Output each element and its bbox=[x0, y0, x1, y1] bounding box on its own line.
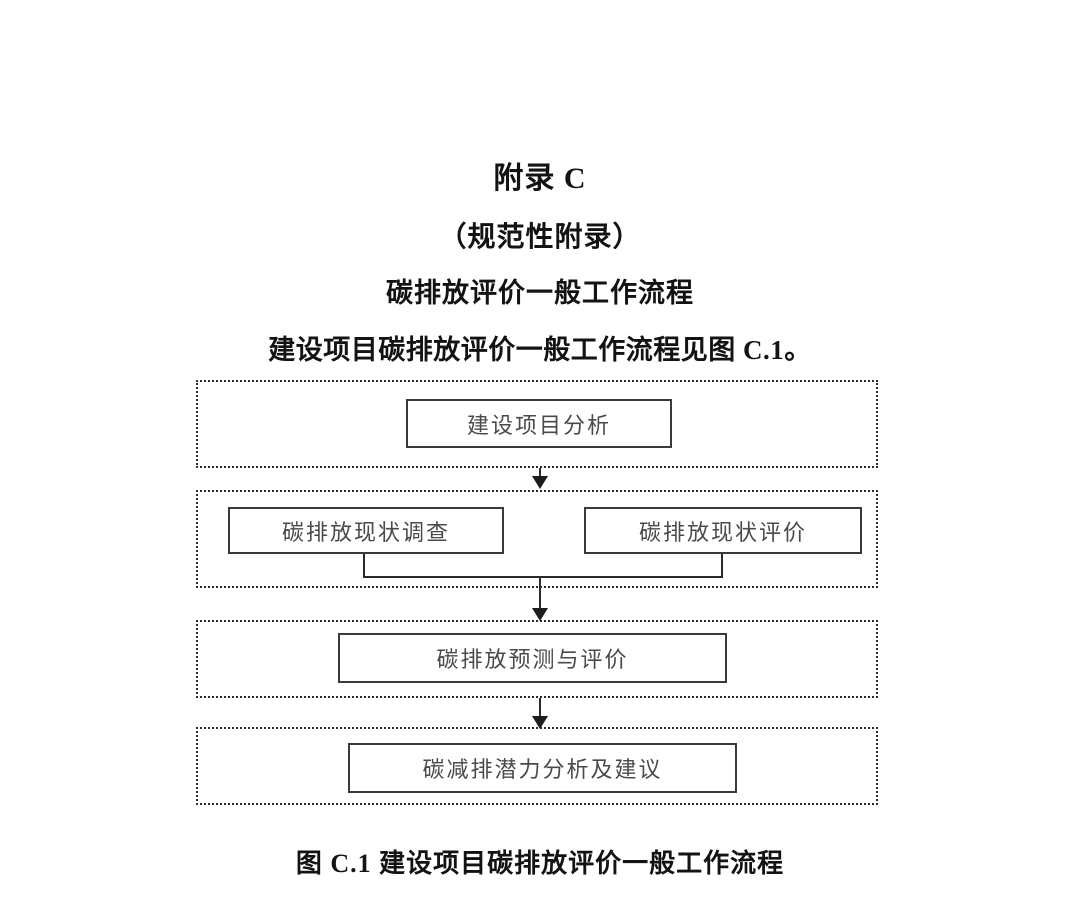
flow-node-carbon-emission-status-survey: 碳排放现状调查 bbox=[228, 507, 504, 554]
connector-1-arrowhead-icon bbox=[532, 476, 548, 489]
flow-node-construction-project-analysis: 建设项目分析 bbox=[406, 399, 672, 448]
connector-2-merge-bar bbox=[363, 576, 723, 578]
body-paragraph: 建设项目碳排放评价一般工作流程见图 C.1。 bbox=[268, 335, 812, 366]
connector-3-arrowhead-icon bbox=[532, 716, 548, 729]
connector-2-arrowhead-icon bbox=[532, 608, 548, 621]
connector-2-right-drop bbox=[721, 554, 723, 578]
flow-node-carbon-reduction-potential-analysis-and-recommendations: 碳减排潜力分析及建议 bbox=[348, 743, 737, 793]
connector-2-line bbox=[539, 576, 541, 614]
appendix-title: 附录 C bbox=[493, 162, 587, 195]
figure-caption: 图 C.1 建设项目碳排放评价一般工作流程 bbox=[295, 849, 785, 878]
appendix-subtitle: （规范性附录） bbox=[438, 221, 642, 253]
connector-1-line bbox=[539, 468, 541, 478]
flowchart: 建设项目分析 碳排放现状调查 碳排放现状评价 碳排放预测与评价 碳减排潜力分析及… bbox=[196, 380, 878, 806]
connector-2-left-drop bbox=[363, 554, 365, 578]
flow-node-carbon-emission-forecast-and-assessment: 碳排放预测与评价 bbox=[338, 633, 727, 683]
flow-node-carbon-emission-status-assessment: 碳排放现状评价 bbox=[584, 507, 862, 554]
appendix-heading-block: 附录 C （规范性附录） 碳排放评价一般工作流程 建设项目碳排放评价一般工作流程… bbox=[0, 160, 1080, 368]
appendix-section-heading: 碳排放评价一般工作流程 bbox=[386, 277, 694, 308]
connector-3-line bbox=[539, 698, 541, 724]
